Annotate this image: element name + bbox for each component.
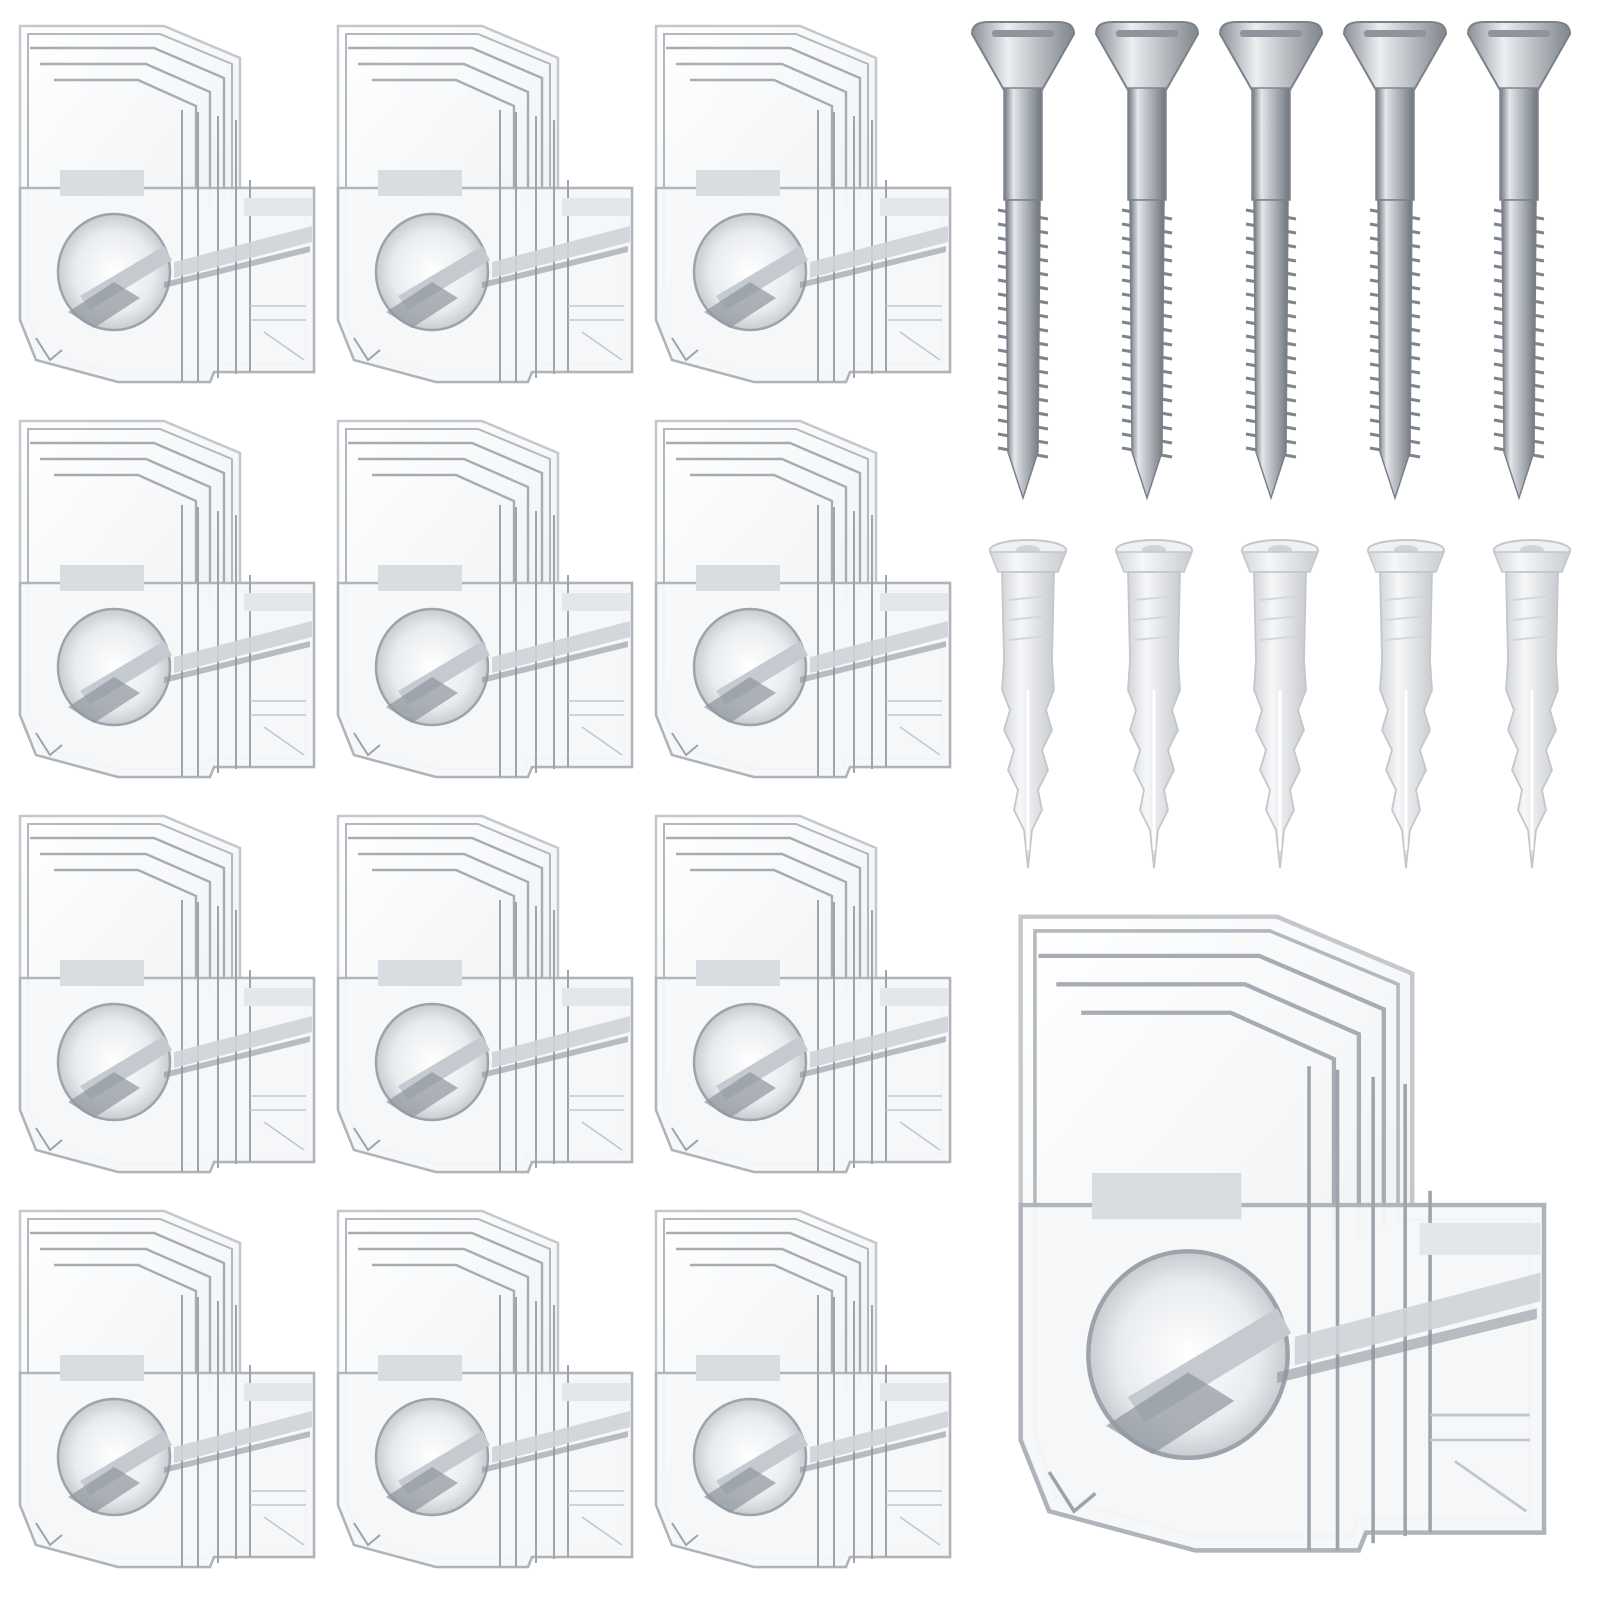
screw-icon [1218, 20, 1324, 500]
wall-anchor-icon [988, 538, 1068, 870]
screw-row [970, 20, 1572, 500]
mirror-clip-icon [654, 24, 952, 384]
mirror-clip-icon [18, 419, 316, 779]
mirror-clip-icon [18, 24, 316, 384]
mirror-clip-icon [18, 1209, 316, 1569]
wall-anchor-icon [1366, 538, 1446, 870]
screw-icon [1094, 20, 1200, 500]
wall-anchor-icon [1114, 538, 1194, 870]
screw-icon [1342, 20, 1448, 500]
small-clip-grid [18, 24, 952, 1569]
wall-anchor-icon [1240, 538, 1320, 870]
mirror-clip-icon [336, 24, 634, 384]
mirror-clip-icon [18, 814, 316, 1174]
mirror-clip-icon [654, 419, 952, 779]
mirror-clip-closeup-icon [1021, 917, 1544, 1551]
mirror-clip-icon [336, 419, 634, 779]
screw-icon [970, 20, 1076, 500]
large-clip-closeup [1021, 917, 1544, 1551]
anchor-row [988, 538, 1572, 870]
wall-anchor-icon [1492, 538, 1572, 870]
mirror-clip-icon [654, 814, 952, 1174]
mirror-clip-icon [336, 1209, 634, 1569]
mirror-clip-icon [336, 814, 634, 1174]
screw-icon [1466, 20, 1572, 500]
mirror-clip-icon [654, 1209, 952, 1569]
